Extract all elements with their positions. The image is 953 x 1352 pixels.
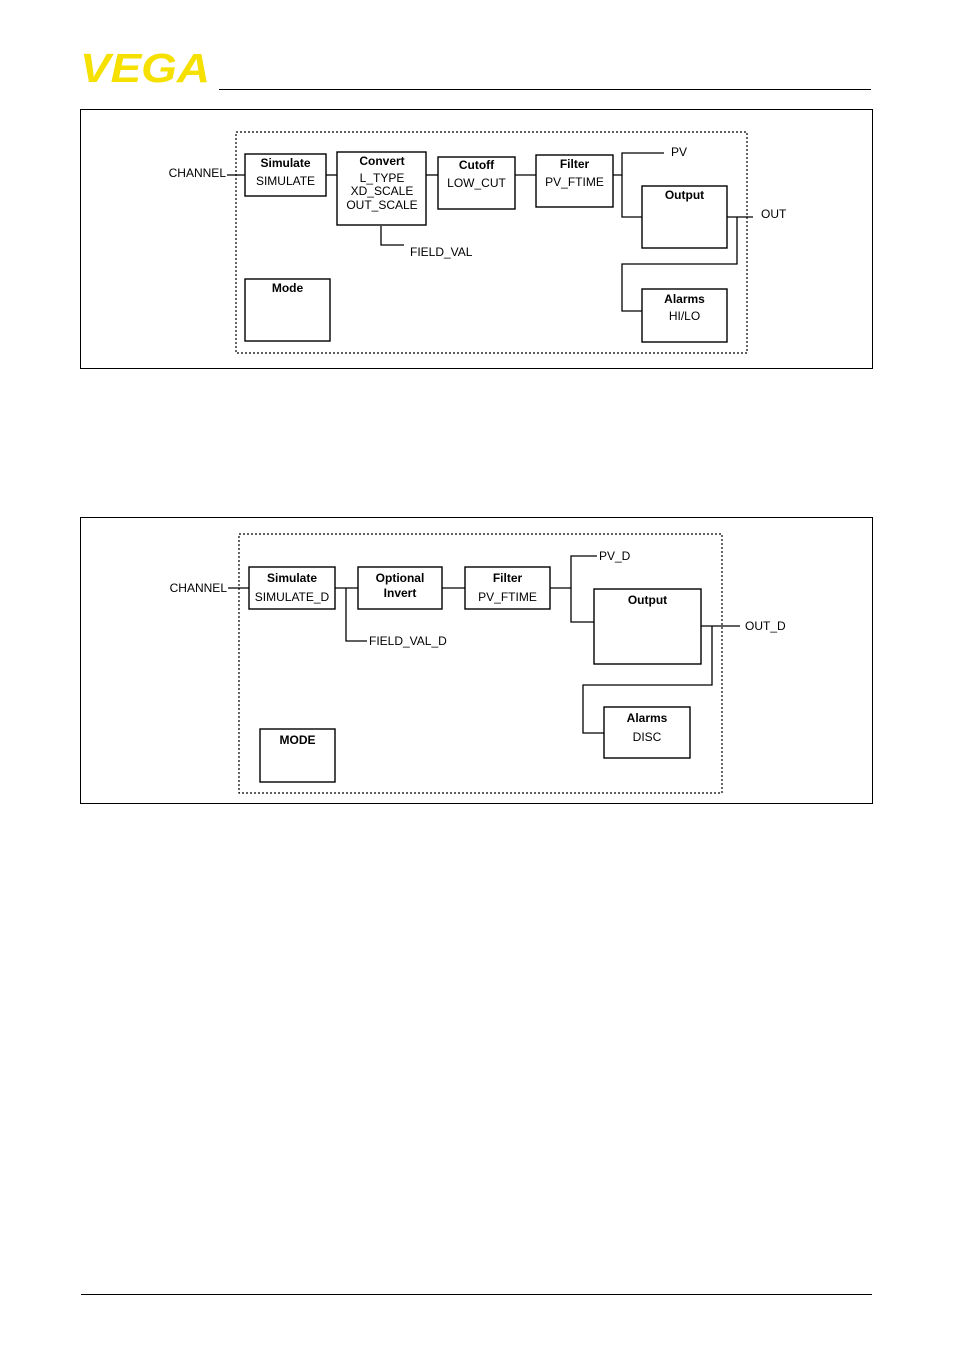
convert-title: Convert <box>359 154 404 168</box>
vega-logo: VEGA <box>80 50 212 84</box>
out-label: OUT_D <box>745 619 786 633</box>
alarms-param: DISC <box>633 730 662 744</box>
wire-field-val <box>381 226 404 245</box>
discrete-input-block-diagram: Simulate SIMULATE_D Optional Invert Filt… <box>80 517 873 804</box>
mode-block: MODE <box>260 729 335 782</box>
convert-param-out-scale: OUT_SCALE <box>346 198 417 212</box>
channel-label: CHANNEL <box>169 166 227 180</box>
cutoff-title: Cutoff <box>459 158 495 172</box>
filter-title: Filter <box>560 157 590 171</box>
mode-title: MODE <box>280 733 316 747</box>
simulate-title: Simulate <box>260 156 310 170</box>
alarms-block: Alarms HI/LO <box>642 289 727 342</box>
wire-filter-output <box>622 175 642 217</box>
mode-block: Mode <box>245 279 330 341</box>
footer-rule <box>81 1294 872 1295</box>
channel-label: CHANNEL <box>170 581 228 595</box>
simulate-block: Simulate SIMULATE <box>245 154 326 196</box>
field-val-label: FIELD_VAL <box>410 245 473 259</box>
pv-label: PV_D <box>599 549 631 563</box>
convert-block: Convert L_TYPE XD_SCALE OUT_SCALE <box>337 152 426 225</box>
header-rule <box>219 89 871 90</box>
output-title: Output <box>628 593 667 607</box>
alarms-block: Alarms DISC <box>604 707 690 758</box>
out-label: OUT <box>761 207 787 221</box>
filter-param: PV_FTIME <box>545 175 604 189</box>
convert-param-l-type: L_TYPE <box>360 171 405 185</box>
simulate-title: Simulate <box>267 571 317 585</box>
logo-text: VEGA <box>80 50 210 84</box>
simulate-block: Simulate SIMULATE_D <box>249 567 335 609</box>
pv-label: PV <box>671 145 687 159</box>
output-title: Output <box>665 188 704 202</box>
output-block: Output <box>642 186 727 248</box>
alarms-param: HI/LO <box>669 309 700 323</box>
simulate-param: SIMULATE_D <box>255 590 330 604</box>
wire-filter-pv-output <box>613 153 664 175</box>
field-val-label: FIELD_VAL_D <box>369 634 447 648</box>
mode-title: Mode <box>272 281 304 295</box>
filter-block: Filter PV_FTIME <box>465 567 550 609</box>
alarms-title: Alarms <box>664 292 705 306</box>
alarms-title: Alarms <box>627 711 668 725</box>
cutoff-block: Cutoff LOW_CUT <box>438 157 515 209</box>
invert-block: Optional Invert <box>358 567 442 609</box>
invert-title-line1: Optional <box>376 571 425 585</box>
wire-filter-output <box>571 588 594 622</box>
filter-title: Filter <box>493 571 523 585</box>
analog-input-block-diagram: Simulate SIMULATE Convert L_TYPE XD_SCAL… <box>80 109 873 369</box>
filter-block: Filter PV_FTIME <box>536 155 613 207</box>
invert-title-line2: Invert <box>384 586 417 600</box>
filter-param: PV_FTIME <box>478 590 537 604</box>
convert-param-xd-scale: XD_SCALE <box>351 184 414 198</box>
wire-filter-pv <box>550 556 597 588</box>
simulate-param: SIMULATE <box>256 174 315 188</box>
cutoff-param: LOW_CUT <box>447 176 506 190</box>
output-block: Output <box>594 589 701 664</box>
